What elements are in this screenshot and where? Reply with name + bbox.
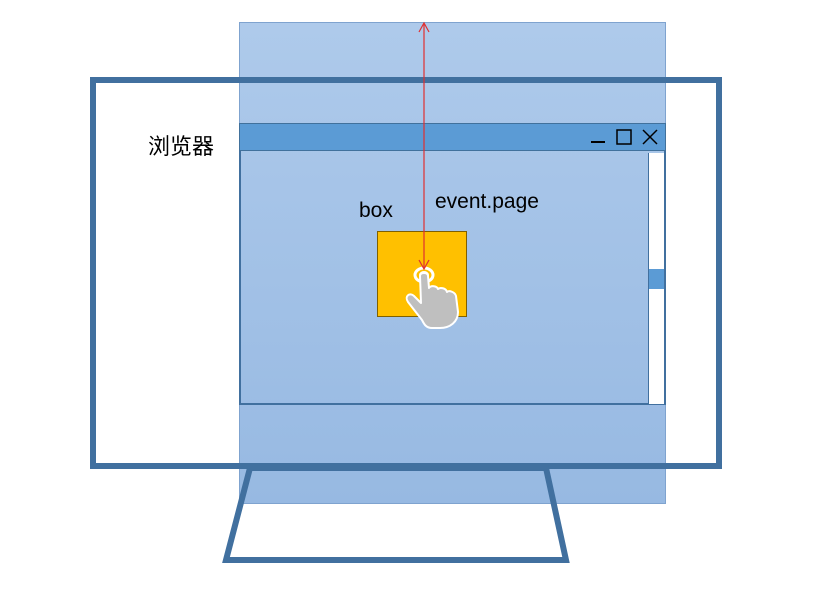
monitor-stand [222,465,570,563]
hand-pointer-icon [405,266,459,329]
close-icon[interactable] [641,128,659,146]
maximize-icon[interactable] [615,128,633,146]
double-arrow-icon [418,21,430,271]
minimize-icon[interactable] [589,128,607,146]
scroll-thumb[interactable] [649,269,664,289]
browser-title-bar [239,123,666,151]
event-page-label: event.page [435,190,539,213]
window-controls [589,126,659,148]
browser-viewport [239,151,666,405]
scrollbar[interactable] [648,153,664,404]
browser-label: 浏览器 [148,135,215,160]
box-label: box [359,199,393,222]
